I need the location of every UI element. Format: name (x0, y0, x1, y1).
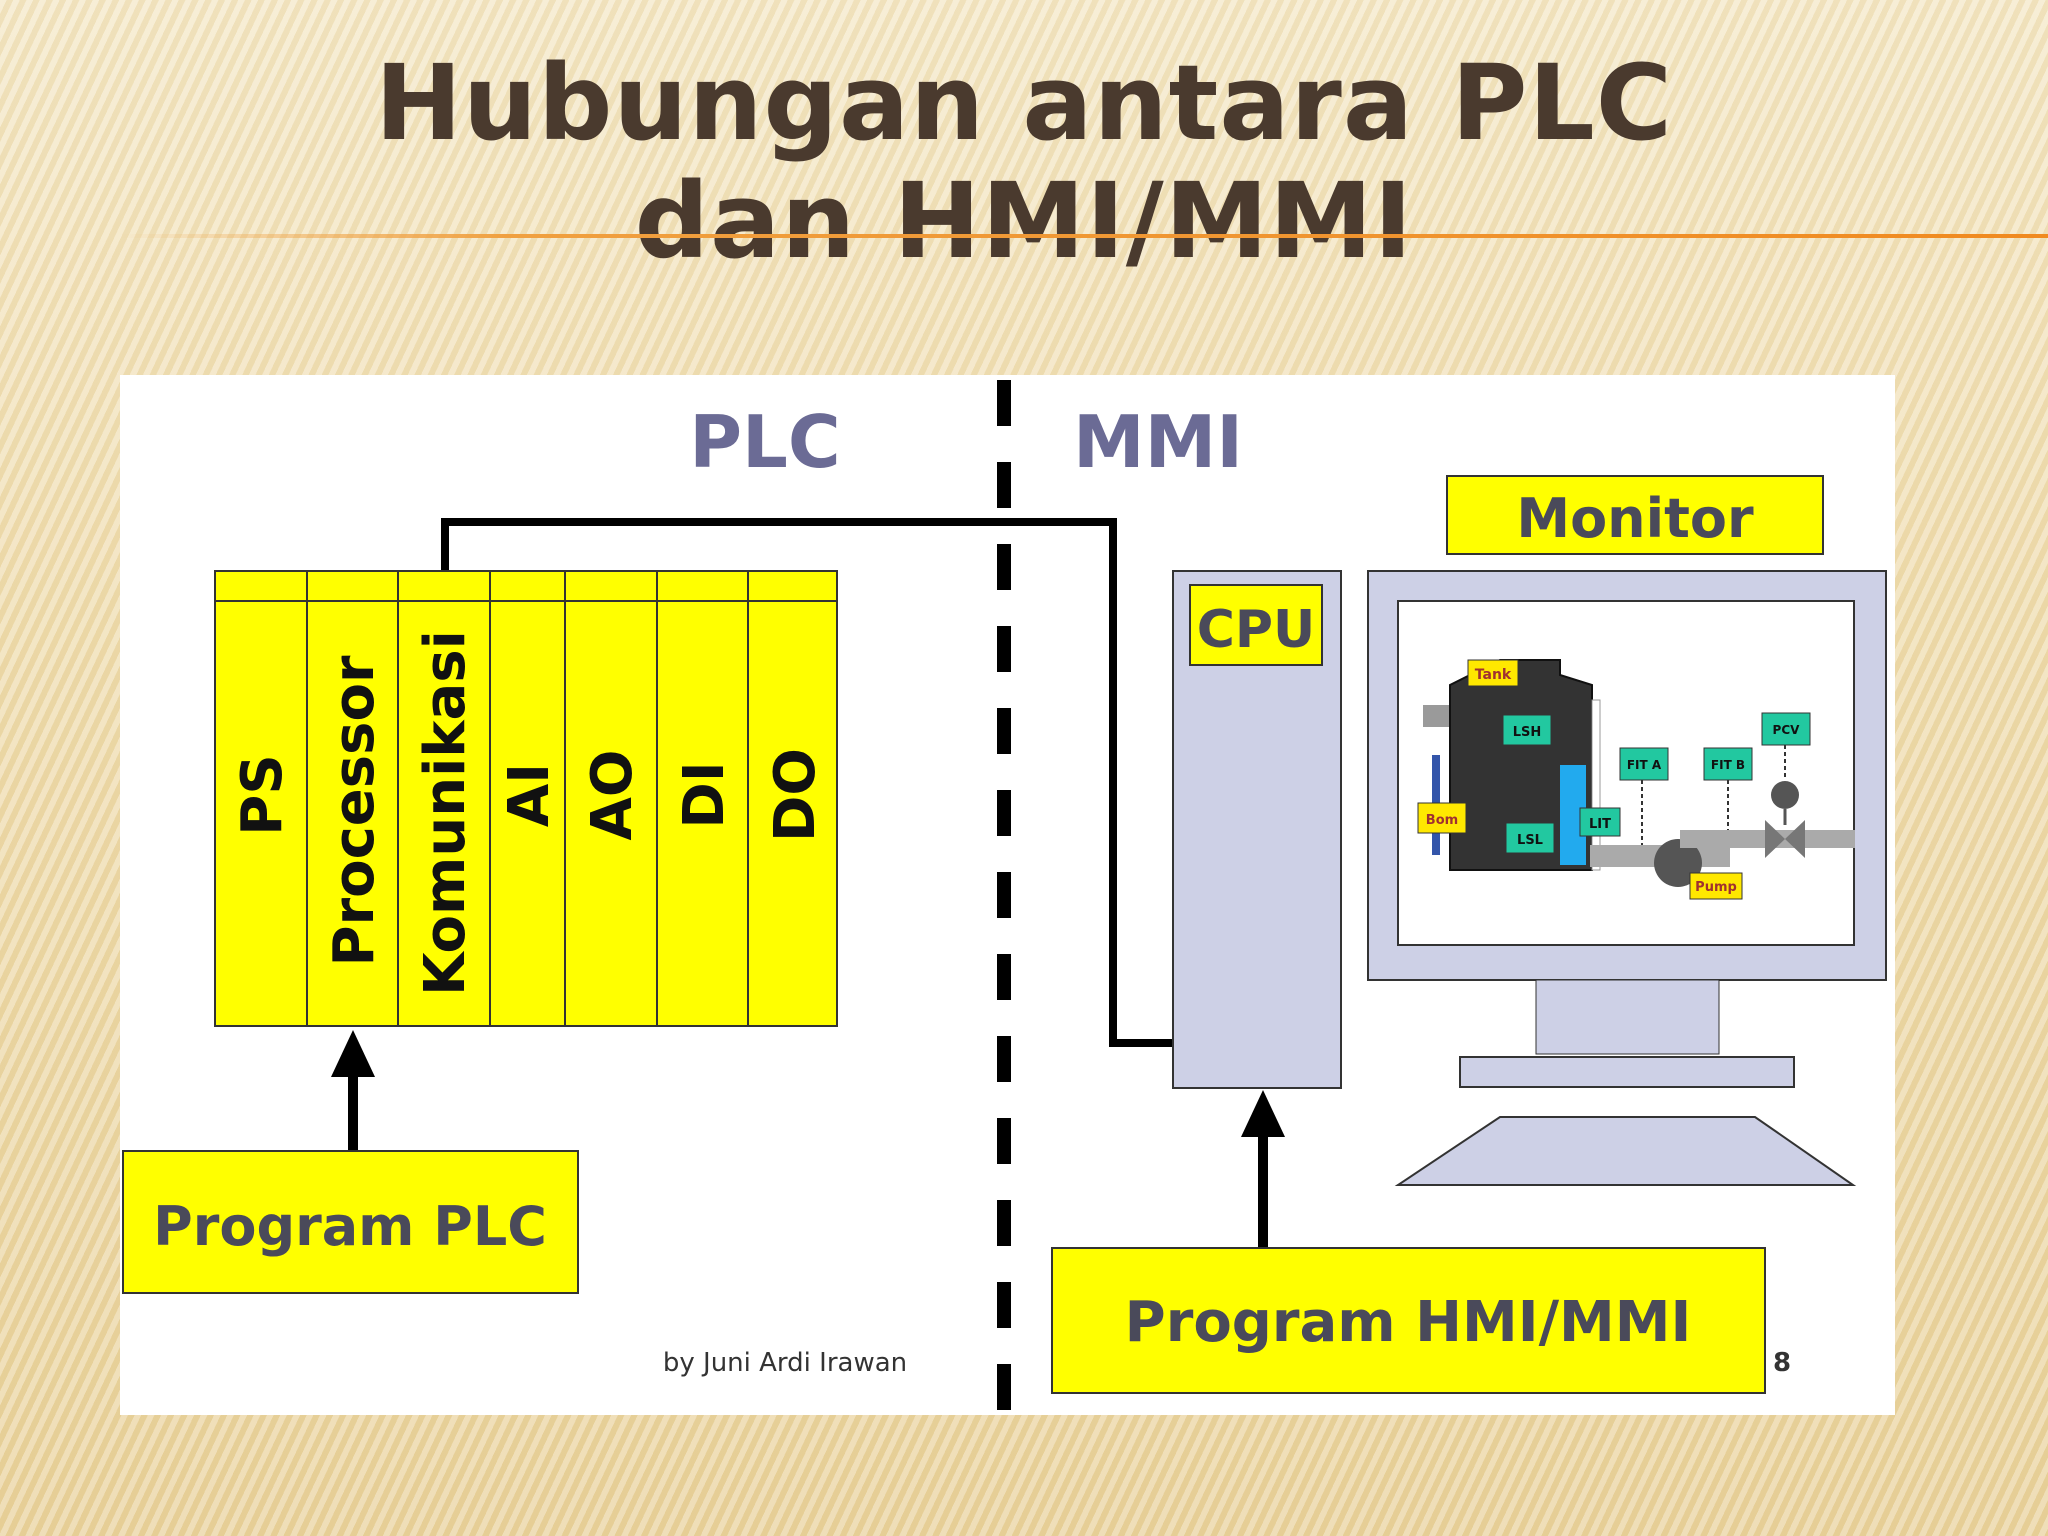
module-processor-label: Processor (322, 655, 387, 966)
tag-bom-box (1417, 802, 1467, 834)
title-line-2: dan HMI/MMI (634, 160, 1414, 282)
tag-lsl: LSL (1517, 833, 1543, 848)
tag-fit-b: FIT B (1711, 758, 1745, 772)
program-plc-box (122, 1150, 579, 1294)
title-line-1: Hubungan antara PLC (374, 42, 1674, 164)
cpu-label-box (1189, 584, 1323, 666)
tag-bom: Bom (1426, 813, 1458, 828)
module-ao-label: AO (580, 750, 645, 841)
tag-fit-a-box (1619, 747, 1669, 781)
diagram-svg: PLC MMI PS Processor Komunikasi AI AO DI… (122, 380, 1887, 1415)
tag-lit: LIT (1589, 817, 1611, 832)
tag-lsh: LSH (1513, 725, 1542, 740)
credit-text: by Juni Ardi Irawan (663, 1348, 907, 1378)
mmi-header: MMI (1073, 400, 1243, 484)
plc-header: PLC (689, 400, 841, 484)
module-do-label: DO (763, 748, 828, 842)
tag-lsl-box (1505, 822, 1555, 854)
module-di-label: DI (672, 761, 737, 828)
monitor-label-box (1446, 475, 1824, 555)
tag-tank-box (1467, 659, 1519, 687)
tag-pcv-box (1761, 712, 1811, 746)
program-plc-label: Program PLC (153, 1195, 547, 1258)
tag-pump: Pump (1695, 880, 1737, 895)
program-hmi-box (1051, 1247, 1766, 1394)
program-hmi-label: Program HMI/MMI (1125, 1290, 1692, 1355)
module-ai-label: AI (497, 763, 562, 827)
module-komunikasi-label: Komunikasi (413, 630, 478, 996)
tag-lsh-box (1502, 714, 1552, 746)
screen-tags: Tank LSH LSL LIT Bom Pump FIT A FIT B PC… (1417, 659, 1811, 900)
tag-lit-box (1579, 807, 1621, 837)
monitor (1367, 570, 1887, 1186)
tag-fit-b-box (1703, 747, 1753, 781)
arrow-program-plc (331, 1030, 375, 1165)
tag-pcv: PCV (1773, 723, 1801, 737)
tag-pump-box (1689, 872, 1743, 900)
monitor-label: Monitor (1516, 487, 1754, 550)
cpu-label: CPU (1197, 600, 1316, 660)
tag-tank: Tank (1475, 667, 1512, 683)
module-ps-label: PS (230, 754, 295, 835)
tag-fit-a: FIT A (1627, 758, 1662, 772)
arrow-program-hmi (1241, 1090, 1285, 1260)
communication-link (441, 518, 1173, 1047)
slide-title: Hubungan antara PLC dan HMI/MMI (0, 44, 2048, 280)
plc-hmi-diagram: PLC MMI PS Processor Komunikasi AI AO DI… (120, 375, 1895, 1415)
plc-rack (214, 570, 838, 1027)
page-number: 8 (1773, 1348, 1791, 1378)
title-rule (120, 234, 2048, 238)
